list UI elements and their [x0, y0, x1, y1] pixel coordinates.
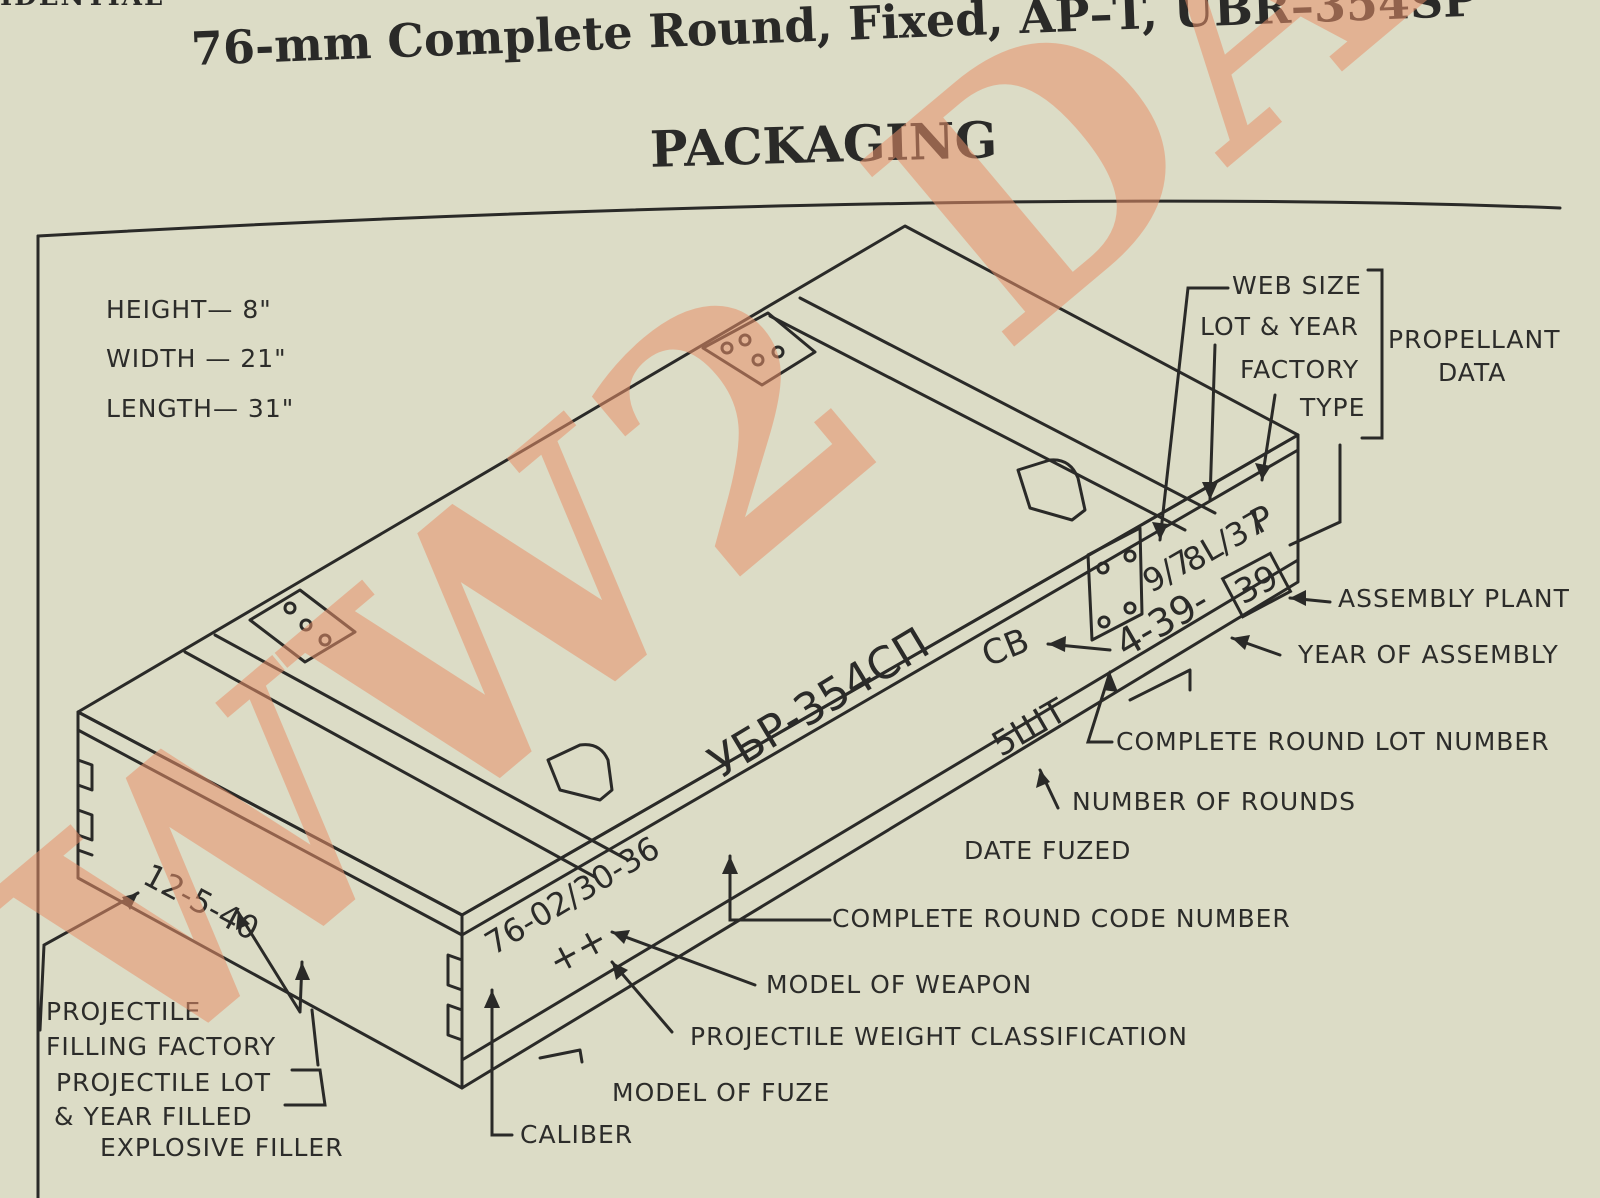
cleat-right [768, 296, 1217, 532]
leader-complete-lot [1085, 670, 1114, 744]
end-plate-right [1086, 526, 1144, 642]
bracket-proj-lot [283, 1008, 327, 1107]
leader-filling-factory [38, 891, 140, 1032]
label-factory: FACTORY [1240, 355, 1360, 384]
label-lot-year: LOT & YEAR [1200, 312, 1359, 341]
leader-web-size [1158, 286, 1230, 542]
handle-left [546, 743, 614, 802]
leader-code-number [728, 854, 832, 922]
label-propellant-2: DATA [1438, 358, 1507, 387]
label-model-of-fuze: MODEL OF FUZE [612, 1078, 831, 1107]
label-projectile-weight: PROJECTILE WEIGHT CLASSIFICATION [690, 1022, 1188, 1051]
label-projectile-lot-2: & YEAR FILLED [54, 1102, 253, 1131]
dimension-height: HEIGHT— 8" [106, 295, 272, 324]
leader-lot-year [1208, 343, 1217, 502]
leader-model-weapon [610, 930, 757, 987]
classification-marking: IDENTIAL [0, 0, 164, 12]
bracket-propellant [1360, 268, 1384, 440]
label-assembly-plant: ASSEMBLY PLANT [1338, 584, 1570, 613]
leader-caliber [490, 988, 514, 1137]
label-web-size: WEB SIZE [1232, 271, 1362, 300]
frame-top [36, 199, 1562, 238]
dimension-width: WIDTH — 21" [106, 344, 287, 373]
label-caliber: CALIBER [520, 1120, 634, 1149]
handle-right [1016, 458, 1087, 522]
cleat-left [183, 633, 630, 879]
hinge-plate-left [248, 588, 357, 664]
label-projectile-filling-1: PROJECTILE [46, 997, 202, 1026]
dimension-length: LENGTH— 31" [106, 394, 295, 423]
hinge-plate-rear [701, 311, 817, 387]
label-projectile-filling-2: FILLING FACTORY [46, 1032, 277, 1061]
label-date-fuzed: DATE FUZED [964, 836, 1132, 865]
label-projectile-lot-1: PROJECTILE LOT [56, 1068, 272, 1097]
label-year-of-assembly: YEAR OF ASSEMBLY [1298, 640, 1559, 669]
label-explosive-filler: EXPLOSIVE FILLER [100, 1133, 344, 1162]
label-model-of-weapon: MODEL OF WEAPON [766, 970, 1033, 999]
leader-type [1288, 443, 1342, 547]
label-complete-round-code: COMPLETE ROUND CODE NUMBER [832, 904, 1291, 933]
label-type: TYPE [1300, 393, 1366, 422]
label-complete-round-lot: COMPLETE ROUND LOT NUMBER [1116, 727, 1550, 756]
label-propellant-1: PROPELLANT [1388, 325, 1561, 354]
label-number-of-rounds: NUMBER OF ROUNDS [1072, 787, 1357, 816]
left-end [76, 710, 464, 1090]
